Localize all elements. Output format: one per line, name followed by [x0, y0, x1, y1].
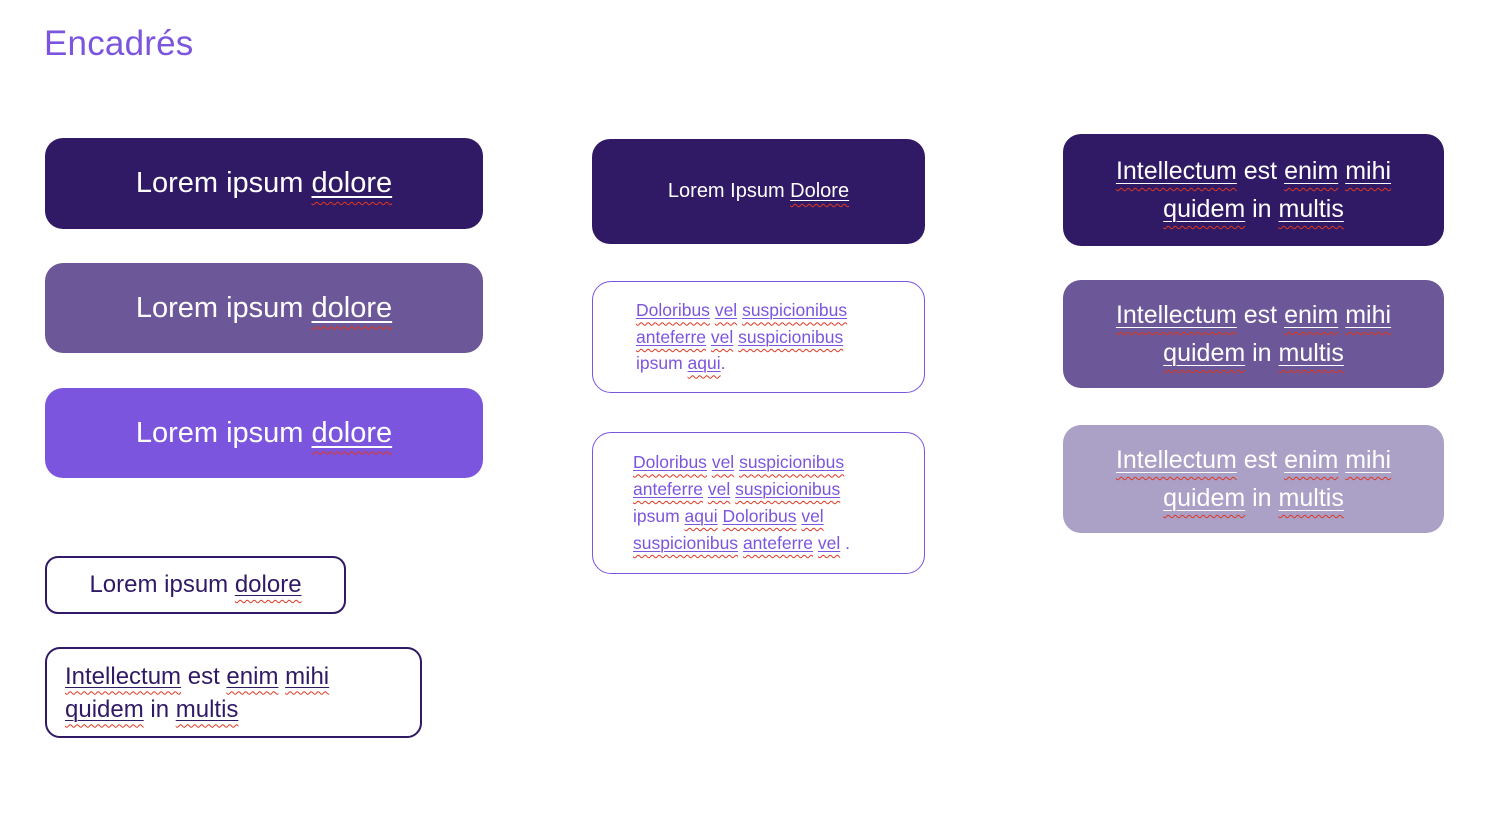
- box-filled-dark-lorem: Lorem ipsum dolore: [45, 138, 483, 229]
- box-text: Lorem Ipsum Dolore: [667, 180, 850, 202]
- box-text: Lorem ipsum dolore: [89, 571, 302, 598]
- box-filled-bright-lorem: Lorem ipsum dolore: [45, 388, 483, 478]
- box-filled-dark-lorem-small: Lorem Ipsum Dolore: [592, 139, 925, 244]
- page-title: Encadrés: [44, 24, 194, 63]
- box-outline-dark-lorem: Lorem ipsum dolore: [45, 556, 346, 614]
- box-text: Lorem ipsum dolore: [135, 167, 393, 199]
- box-text: Lorem ipsum dolore: [135, 291, 393, 324]
- box-text: Lorem ipsum dolore: [135, 416, 393, 449]
- box-filled-medium-lorem: Lorem ipsum dolore: [45, 263, 483, 353]
